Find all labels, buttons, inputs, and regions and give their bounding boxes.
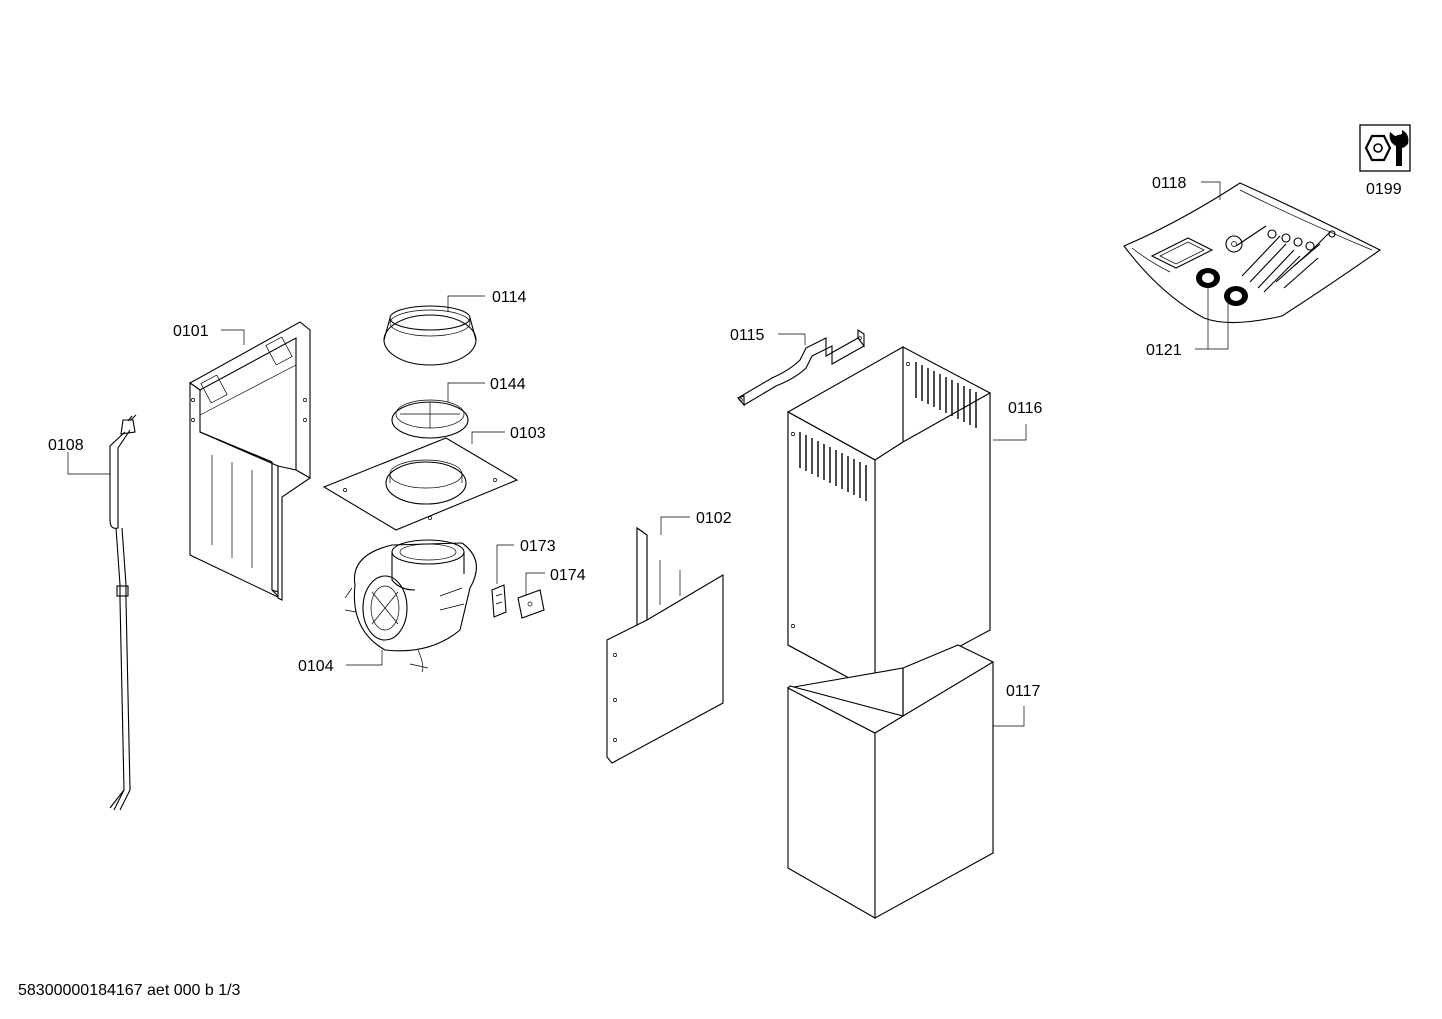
label-0115: 0115 <box>730 327 765 344</box>
leader-0116 <box>993 424 1027 441</box>
leader-0121 <box>1195 285 1229 350</box>
label-0144: 0144 <box>490 376 526 393</box>
label-0121: 0121 <box>1146 342 1182 359</box>
part-0117-lower-chimney <box>786 644 994 919</box>
leader-0104 <box>346 650 383 666</box>
leader-0101 <box>221 329 245 345</box>
document-code: 58300000184167 aet 000 b 1/3 <box>18 982 241 999</box>
leader-0114 <box>447 295 485 312</box>
part-0114-adapter-ring <box>383 305 477 366</box>
label-0104: 0104 <box>298 658 334 675</box>
label-0117: 0117 <box>1006 683 1041 700</box>
leader-0102 <box>660 516 690 535</box>
part-0144-backflow-flap <box>391 399 469 439</box>
label-0116: 0116 <box>1008 400 1043 417</box>
part-0108-power-cable <box>109 414 137 811</box>
leader-0144 <box>447 382 485 402</box>
part-0115-wall-bracket <box>737 328 865 407</box>
knob-icon <box>1196 268 1248 306</box>
label-0103: 0103 <box>510 425 546 442</box>
label-0101: 0101 <box>173 323 209 340</box>
leader-0118 <box>1201 181 1221 200</box>
label-0174: 0174 <box>550 567 586 584</box>
screws-and-washers <box>1225 225 1336 293</box>
label-0102: 0102 <box>696 510 732 527</box>
part-0104-blower-motor <box>344 539 477 673</box>
label-0118: 0118 <box>1152 175 1187 192</box>
vent-grille-front <box>799 432 867 501</box>
wrench-nut-icon <box>1359 124 1411 172</box>
part-0101-bracket <box>188 321 312 601</box>
vent-grille-back <box>915 362 977 428</box>
part-0102-l-bracket <box>606 526 724 764</box>
label-0108: 0108 <box>48 437 84 454</box>
leader-0173 <box>496 544 514 584</box>
part-0173-control-module <box>491 584 507 618</box>
part-0103-base-plate <box>322 437 519 531</box>
label-0199: 0199 <box>1366 181 1402 198</box>
leader-0108 <box>67 452 110 475</box>
leader-0103 <box>471 431 505 444</box>
leader-0174 <box>525 572 545 596</box>
label-0173: 0173 <box>520 538 556 555</box>
label-0114: 0114 <box>492 289 527 306</box>
leader-0115 <box>778 333 806 345</box>
leader-0117 <box>993 706 1025 727</box>
part-0116-upper-chimney <box>786 346 991 693</box>
part-0174-cover-plate <box>517 589 545 619</box>
part-0118-accessory-bag <box>1123 182 1382 324</box>
